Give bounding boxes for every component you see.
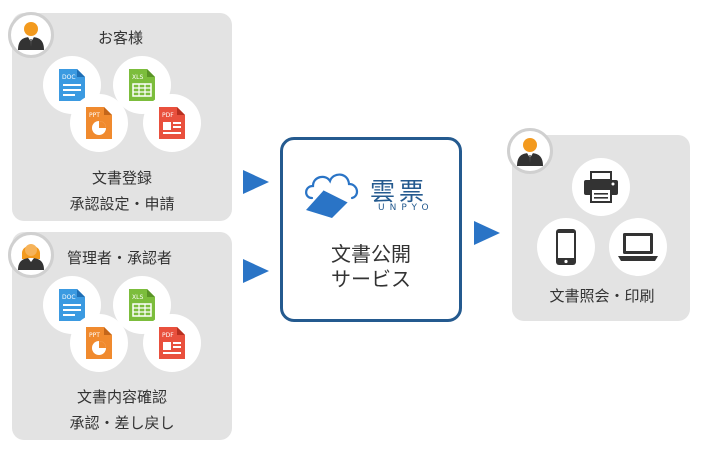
pdf-label: PDF (162, 332, 174, 339)
brand-logo-subtext: UNPYO (378, 203, 434, 213)
cloud-logo-icon (302, 168, 364, 224)
customer-caption-line1: 文書登録 (91, 169, 152, 187)
service-label: 文書公開 サービス (290, 242, 452, 292)
manager-caption-line1: 文書内容確認 (76, 388, 167, 406)
ppt-label: PPT (89, 332, 100, 339)
manager-caption: 文書内容確認 承認・差し戻し (42, 384, 202, 436)
ppt-file-icon: PPT (70, 314, 128, 372)
service-box (280, 137, 462, 322)
user-male-icon (507, 128, 553, 174)
printer-icon (572, 158, 630, 216)
arrow-right-icon (243, 170, 269, 194)
xls-label: XLS (132, 74, 143, 81)
manager-title: 管理者・承認者 (67, 249, 173, 267)
viewer-caption: 文書照会・印刷 (549, 287, 655, 305)
ppt-label: PPT (89, 112, 100, 119)
laptop-icon (609, 218, 667, 276)
user-female-icon (8, 232, 54, 278)
brand-logo-text: 雲票 (370, 177, 429, 206)
customer-caption-line2: 承認設定・申請 (69, 195, 175, 213)
customer-title: お客様 (98, 29, 144, 47)
pdf-file-icon: PDF (143, 94, 201, 152)
arrow-right-icon (243, 259, 269, 283)
smartphone-icon (537, 218, 595, 276)
xls-label: XLS (132, 294, 143, 301)
arrow-right-icon (474, 221, 500, 245)
pdf-file-icon: PDF (143, 314, 201, 372)
user-male-icon (8, 12, 54, 58)
customer-caption: 文書登録 承認設定・申請 (42, 165, 202, 217)
doc-label: DOC (62, 294, 76, 301)
manager-caption-line2: 承認・差し戻し (69, 414, 175, 432)
ppt-file-icon: PPT (70, 94, 128, 152)
service-label-line2: サービス (331, 267, 411, 291)
doc-label: DOC (62, 74, 76, 81)
pdf-label: PDF (162, 112, 174, 119)
service-label-line1: 文書公開 (331, 242, 411, 266)
